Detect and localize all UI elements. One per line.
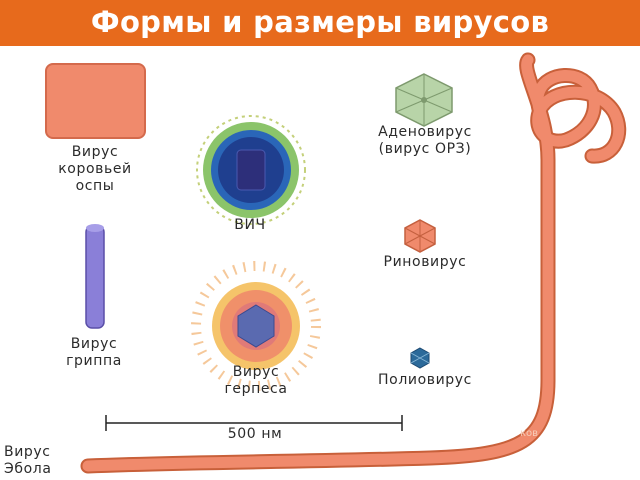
hiv-virus-shape — [196, 115, 306, 225]
influenza-label: Вирус гриппа — [44, 336, 144, 370]
poliovirus-shape — [410, 347, 430, 369]
adenovirus-shape — [395, 73, 453, 127]
page-title: Формы и размеры вирусов — [90, 5, 550, 39]
title-bar — [0, 0, 640, 46]
influenza-virus-shape — [85, 224, 105, 329]
adenovirus-label-line1: Аденовирус — [378, 124, 472, 140]
vaccinia-label-line1: Вирус — [71, 144, 119, 160]
influenza-label-line2: гриппа — [66, 353, 122, 369]
scale-label: 500 нм — [227, 426, 283, 442]
vaccinia-virus-shape — [45, 63, 146, 139]
ebola-label: Вирус Эбола — [4, 444, 64, 478]
rhinovirus-shape — [404, 219, 436, 253]
herpes-virus-shape — [191, 261, 321, 391]
poliovirus-label: Полиовирус — [378, 372, 472, 388]
scale-bar — [105, 415, 403, 431]
ebola-label-line2: Эбола — [4, 461, 52, 477]
herpes-label: Вирус герпеса — [196, 364, 316, 398]
vaccinia-label-line2: коровьей — [58, 161, 132, 177]
watermark: ков — [520, 428, 539, 439]
vaccinia-label-line3: оспы — [75, 178, 115, 194]
adenovirus-label: Аденовирус (вирус ОРЗ) — [350, 124, 500, 158]
vaccinia-label: Вирус коровьей оспы — [40, 144, 150, 195]
rhinovirus-label: Риновирус — [383, 254, 467, 270]
adenovirus-label-line2: (вирус ОРЗ) — [378, 141, 472, 157]
herpes-label-line2: герпеса — [224, 381, 288, 397]
ebola-virus-shape — [80, 52, 627, 474]
hiv-label: ВИЧ — [234, 217, 266, 233]
herpes-label-line1: Вирус — [232, 364, 280, 380]
ebola-label-line1: Вирус — [4, 444, 51, 460]
influenza-label-line1: Вирус — [70, 336, 118, 352]
